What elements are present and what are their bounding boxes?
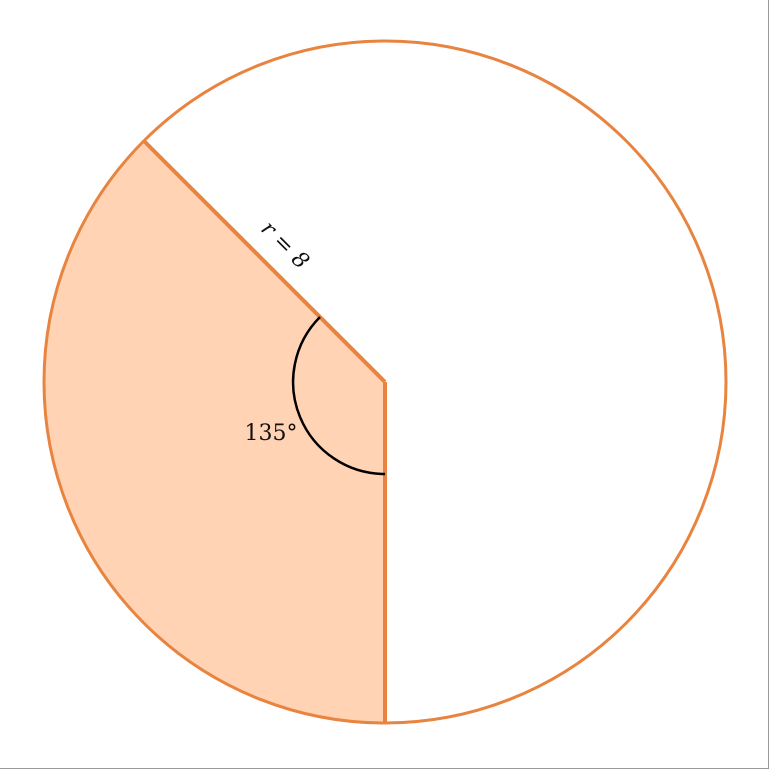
angle-label: 135°	[245, 421, 298, 446]
sector-radius-diagonal	[142, 139, 387, 384]
angle-arc	[291, 316, 386, 476]
shaded-sector	[44, 141, 385, 723]
